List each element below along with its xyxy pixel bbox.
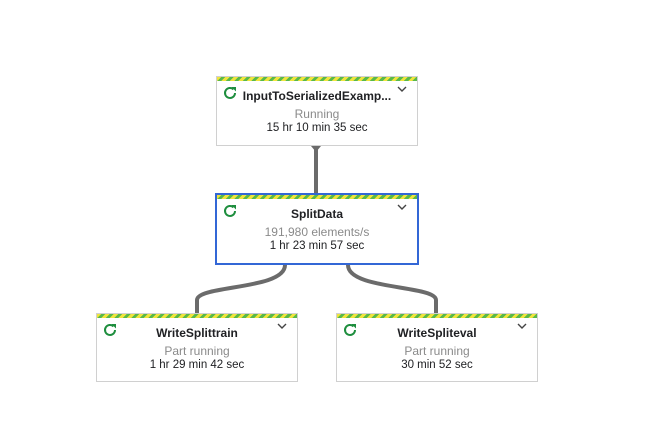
- edge-input-arrow: [311, 146, 321, 152]
- step-status: Part running: [164, 344, 230, 358]
- step-duration: 1 hr 23 min 57 sec: [269, 240, 365, 252]
- step-duration: 30 min 52 sec: [401, 359, 473, 371]
- refresh-running-icon: [344, 323, 356, 336]
- step-node-inputtoserializedexamples[interactable]: InputToSerializedExamp... Running 15 hr …: [216, 76, 418, 146]
- edge-splitdata-to-writesplittrain: [195, 264, 287, 314]
- step-node-splitdata[interactable]: SplitData 191,980 elements/s 1 hr 23 min…: [215, 193, 419, 265]
- step-node-writesplittrain[interactable]: WriteSplittrain Part running 1 hr 29 min…: [96, 313, 298, 382]
- edge-splitdata-to-writespliteval: [346, 264, 438, 314]
- refresh-running-icon: [104, 323, 116, 336]
- step-name: WriteSpliteval: [397, 326, 477, 340]
- step-status: Part running: [404, 344, 470, 358]
- chevron-down-icon[interactable]: [396, 83, 408, 95]
- step-node-writespliteval[interactable]: WriteSpliteval Part running 30 min 52 se…: [336, 313, 538, 382]
- step-status: 191,980 elements/s: [264, 225, 370, 239]
- refresh-running-icon: [224, 204, 236, 217]
- chevron-down-icon[interactable]: [516, 320, 528, 332]
- chevron-down-icon[interactable]: [396, 201, 408, 213]
- step-status: Running: [294, 107, 340, 121]
- step-duration: 1 hr 29 min 42 sec: [149, 359, 245, 371]
- refresh-running-icon: [224, 86, 236, 99]
- step-name: WriteSplittrain: [156, 326, 238, 340]
- step-name: InputToSerializedExamp...: [242, 89, 392, 103]
- progress-stripe: [97, 314, 297, 318]
- progress-stripe: [217, 195, 417, 199]
- progress-stripe: [217, 77, 417, 81]
- progress-stripe: [337, 314, 537, 318]
- step-duration: 15 hr 10 min 35 sec: [266, 122, 368, 134]
- step-name: SplitData: [290, 207, 343, 221]
- chevron-down-icon[interactable]: [276, 320, 288, 332]
